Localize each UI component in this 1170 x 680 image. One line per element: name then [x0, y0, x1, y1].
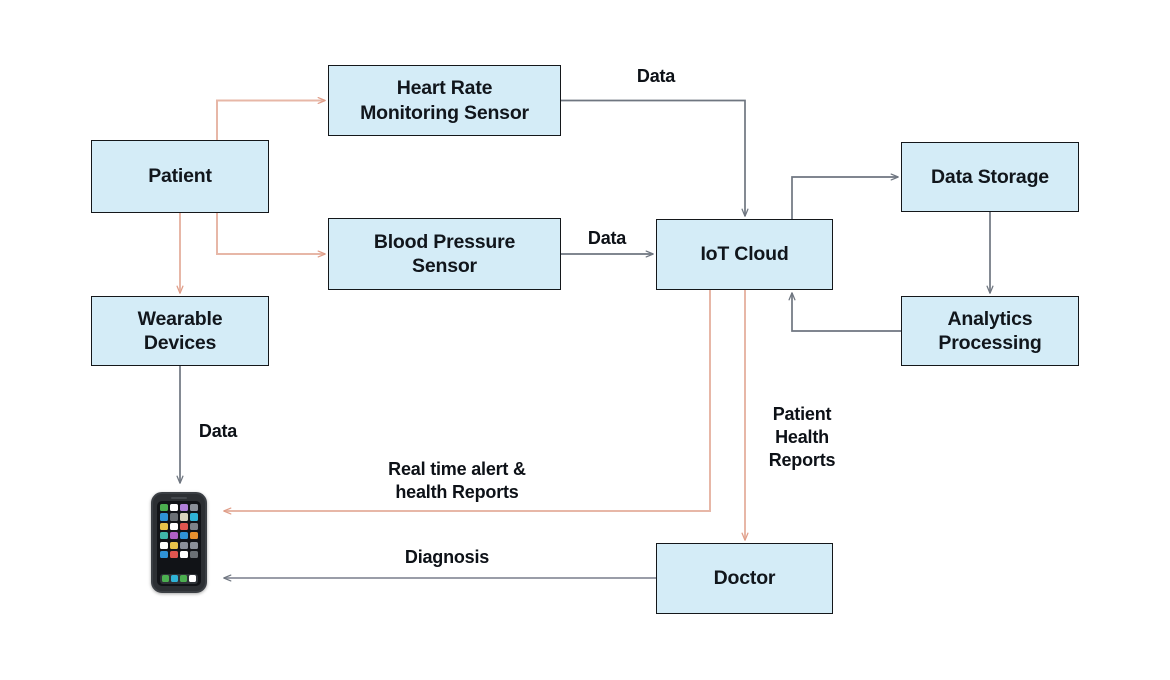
phone-app-icon-13[interactable]	[160, 532, 168, 540]
phone-speaker-notch	[171, 496, 187, 499]
node-heart-rate-monitoring-sensor[interactable]: Heart Rate Monitoring Sensor	[328, 65, 561, 136]
node-patient[interactable]: Patient	[91, 140, 269, 213]
phone-app-icon-22[interactable]	[170, 550, 178, 559]
node-wearable-devices[interactable]: Wearable Devices	[91, 296, 269, 366]
edge-label-data-wearable: Data	[198, 421, 238, 441]
phone-app-icon-17[interactable]	[160, 541, 168, 549]
phone-app-icon-9[interactable]	[160, 522, 168, 530]
phone-app-icon-10[interactable]	[170, 522, 178, 530]
phone-app-icon-6[interactable]	[170, 513, 178, 521]
phone-app-icon-12[interactable]	[190, 522, 198, 530]
phone-app-icon-8[interactable]	[190, 513, 198, 521]
edge-label-data-blood-pressure: Data	[587, 228, 627, 248]
phone-screen	[157, 501, 201, 586]
node-doctor[interactable]: Doctor	[656, 543, 833, 614]
edge-label-patient-health-reports: Patient Health Reports	[768, 404, 836, 471]
edge-label-real-time-alert: Real time alert & health Reports	[388, 459, 526, 503]
phone-app-icon-11[interactable]	[180, 522, 188, 530]
phone-dock	[160, 573, 198, 584]
phone-app-icon-4[interactable]	[190, 504, 198, 512]
node-analytics-processing[interactable]: Analytics Processing	[901, 296, 1079, 366]
phone-dock-icon-2[interactable]	[170, 575, 178, 583]
phone-app-icon-1[interactable]	[160, 504, 168, 512]
edge-analytics-to-iot-cloud	[792, 293, 901, 332]
edge-heart-rate-to-iot-cloud	[561, 99, 745, 217]
node-iot-cloud[interactable]: IoT Cloud	[656, 219, 833, 290]
node-blood-pressure-sensor[interactable]: Blood Pressure Sensor	[328, 218, 561, 290]
phone-app-icon-20[interactable]	[190, 541, 198, 549]
phone-app-icon-7[interactable]	[180, 513, 188, 521]
phone-dock-icon-4[interactable]	[189, 575, 197, 583]
phone-app-icon-21[interactable]	[160, 550, 168, 559]
edge-label-data-heart-rate: Data	[636, 66, 676, 86]
phone-app-icon-5[interactable]	[160, 513, 168, 521]
edge-patient-to-blood-pressure	[216, 213, 325, 254]
edge-iot-cloud-to-data-storage	[791, 177, 898, 219]
edge-label-diagnosis: Diagnosis	[404, 547, 490, 567]
phone-app-icon-14[interactable]	[170, 532, 178, 540]
phone-dock-icon-1[interactable]	[161, 575, 169, 583]
phone-app-icon-18[interactable]	[170, 541, 178, 549]
phone-app-icon-19[interactable]	[180, 541, 188, 549]
edge-patient-to-heart-rate	[216, 101, 325, 140]
phone-app-icon-15[interactable]	[180, 532, 188, 540]
phone-app-icon-16[interactable]	[190, 532, 198, 540]
node-data-storage[interactable]: Data Storage	[901, 142, 1079, 212]
phone-app-icon-2[interactable]	[170, 504, 178, 512]
phone-app-icon-3[interactable]	[180, 504, 188, 512]
phone-app-icon-24[interactable]	[190, 550, 198, 559]
phone-dock-icon-3[interactable]	[180, 575, 188, 583]
phone-app-icon-23[interactable]	[180, 550, 188, 559]
phone-app-grid	[160, 504, 198, 559]
smartphone-icon[interactable]	[151, 492, 207, 593]
